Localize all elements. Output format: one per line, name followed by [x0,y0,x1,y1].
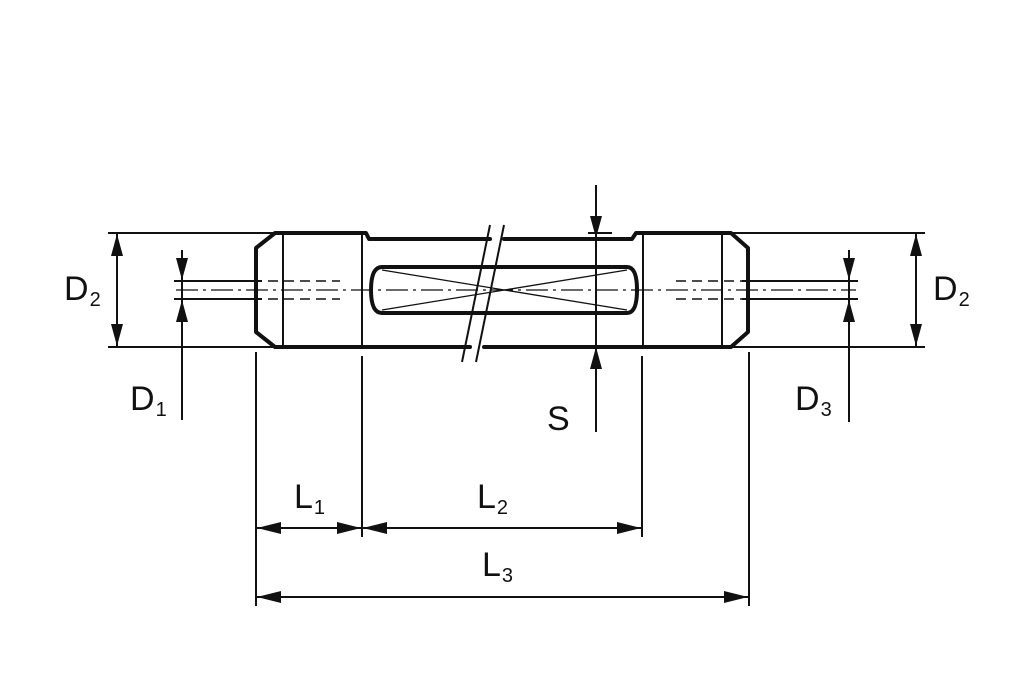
dimension-l2 [362,522,642,534]
body-top-left [360,231,492,241]
body-top-right [502,231,645,241]
slot-outline [369,265,639,315]
break-line-right [475,224,505,363]
label-l1: L1 [294,478,325,519]
dimension-d2-left [108,232,275,348]
dimension-d2-right [731,232,925,348]
label-d2-right: D2 [933,270,970,311]
label-d1: D1 [130,380,167,421]
shaft-outline [254,224,750,363]
dimension-l3 [256,591,749,603]
dimension-l1 [256,522,362,534]
length-extension-lines [255,352,750,606]
dimension-d3 [742,250,858,422]
label-s: S [547,400,570,438]
label-d3: D3 [795,380,832,421]
label-d2-left: D2 [64,270,101,311]
dimension-s [588,185,612,432]
label-l2: L2 [477,478,508,519]
break-line-left [461,224,491,363]
dimension-d1 [174,250,262,420]
label-l3: L3 [482,546,513,587]
